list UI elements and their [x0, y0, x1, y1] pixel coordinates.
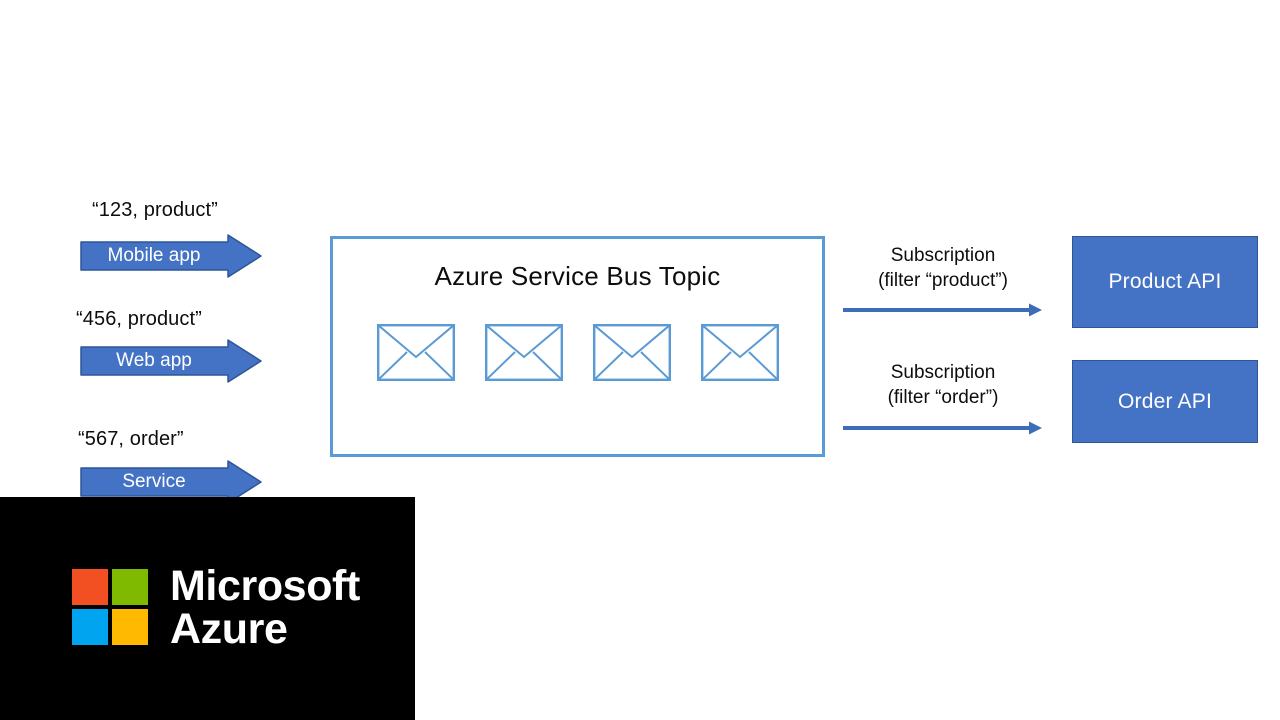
consumer-box-product-api-label: Product API: [1108, 270, 1222, 293]
producer-message-label-1: “123, product”: [92, 199, 218, 221]
consumer-box-product-api[interactable]: Product API: [1072, 236, 1258, 328]
logo-lockup: Microsoft Azure: [72, 565, 360, 650]
microsoft-square-blue: [72, 609, 108, 645]
arrow-right-icon: [843, 303, 1042, 317]
subscription-label-product-line2: (filter “product”): [878, 270, 1008, 292]
producer-arrow-mobile-app[interactable]: Mobile app: [80, 234, 262, 278]
consumer-box-order-api[interactable]: Order API: [1072, 360, 1258, 443]
envelope-icon: [376, 324, 455, 381]
microsoft-square-yellow: [112, 609, 148, 645]
topic-title: Azure Service Bus Topic: [434, 261, 721, 291]
microsoft-squares-icon: [72, 569, 148, 645]
producer-arrow-web-app[interactable]: Web app: [80, 339, 262, 383]
arrow-right-icon: [843, 421, 1042, 435]
topic-message-list: [333, 324, 822, 381]
microsoft-square-red: [72, 569, 108, 605]
block-arrow-right-icon: [80, 234, 262, 278]
envelope-icon: [592, 324, 671, 381]
azure-service-bus-topic-box: Azure Service Bus Topic: [330, 236, 825, 457]
subscription-label-order: Subscription (filter “order”): [843, 360, 1043, 410]
microsoft-azure-logo-panel: Microsoft Azure: [0, 497, 415, 720]
logo-brand-line1: Microsoft: [170, 562, 360, 610]
logo-wordmark: Microsoft Azure: [170, 565, 360, 650]
subscription-arrow-order: [843, 418, 1043, 438]
envelope-icon: [700, 324, 779, 381]
microsoft-square-green: [112, 569, 148, 605]
subscription-label-product-line1: Subscription: [890, 245, 996, 266]
subscription-label-order-line2: (filter “order”): [887, 387, 999, 409]
consumer-box-order-api-label: Order API: [1117, 389, 1212, 413]
envelope-icon: [484, 324, 563, 381]
subscription-label-product: Subscription (filter “product”): [843, 243, 1043, 293]
producer-message-label-3: “567, order”: [78, 428, 184, 450]
producer-message-label-2: “456, product”: [76, 308, 202, 330]
subscription-arrow-product: [843, 300, 1043, 320]
subscription-label-order-line1: Subscription: [890, 362, 996, 383]
block-arrow-right-icon: [80, 460, 262, 504]
block-arrow-right-icon: [80, 339, 262, 383]
logo-brand-line2: Azure: [170, 604, 288, 653]
